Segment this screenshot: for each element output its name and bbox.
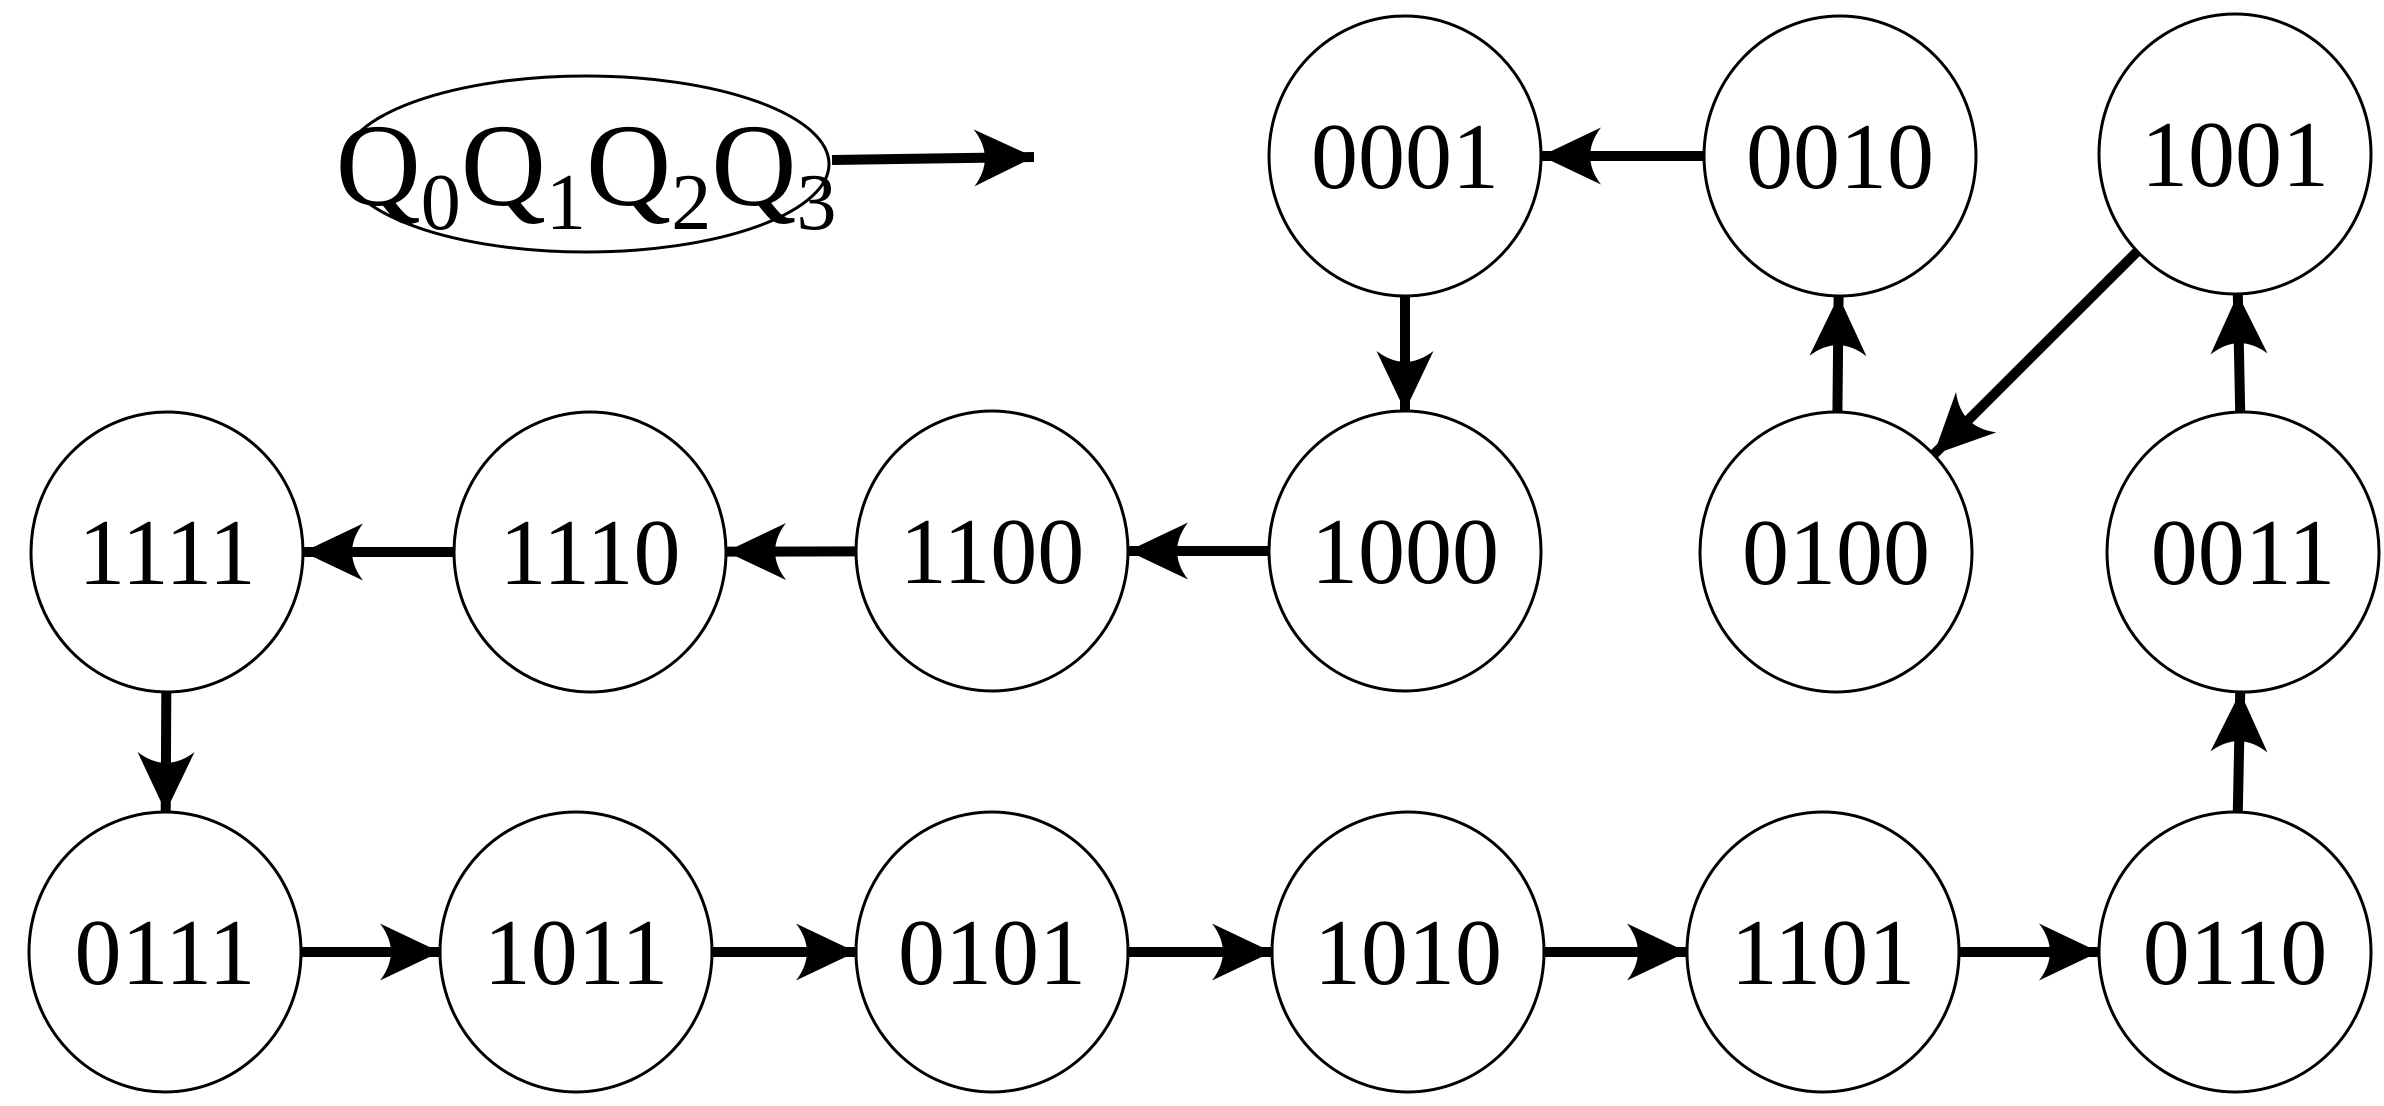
state-circle	[1685, 810, 1961, 1094]
state-node-label: 1010	[1314, 901, 1502, 1005]
state-node-1011: 1011	[438, 810, 714, 1094]
state-node-1101: 1101	[1685, 810, 1961, 1094]
state-circle	[29, 410, 305, 694]
state-node-0111: 0111	[27, 810, 303, 1094]
state-circle	[452, 410, 728, 694]
state-circle	[1270, 810, 1546, 1094]
state-circle	[1267, 409, 1543, 693]
state-circle	[854, 409, 1130, 693]
state-node-1001: 1001	[2097, 12, 2373, 296]
start-arrow	[831, 129, 1035, 187]
state-node-label: 1111	[78, 501, 256, 605]
state-node-label: 0101	[898, 901, 1086, 1005]
state-node-0110: 0110	[2097, 810, 2373, 1094]
state-node-label: 1011	[484, 901, 669, 1005]
state-node-label: 0001	[1311, 105, 1499, 209]
state-node-0100: 0100	[1698, 410, 1974, 694]
state-node-label: 0011	[2151, 501, 2336, 605]
state-circle	[1698, 410, 1974, 694]
state-node-label: 1001	[2141, 103, 2329, 207]
state-circle	[1702, 14, 1978, 298]
state-register: Q0Q1Q2Q3	[336, 74, 837, 254]
state-register-label: Q0Q1Q2Q3	[336, 100, 837, 247]
state-register-ellipse	[341, 74, 831, 254]
state-node-label: 1000	[1311, 500, 1499, 604]
state-circle	[2097, 810, 2373, 1094]
state-node-0010: 0010	[1702, 14, 1978, 298]
state-node-label: 1101	[1731, 901, 1916, 1005]
transition-1111-0111	[137, 691, 195, 813]
state-circle	[2105, 410, 2381, 694]
state-node-label: 0100	[1742, 501, 1930, 605]
state-circle	[854, 810, 1130, 1094]
state-circle	[1267, 14, 1543, 298]
state-circle	[438, 810, 714, 1094]
state-node-1100: 1100	[854, 409, 1130, 693]
state-circle	[27, 810, 303, 1094]
state-node-label: 1110	[499, 501, 680, 605]
state-node-1000: 1000	[1267, 409, 1543, 693]
transition-1001-0100	[1930, 247, 2141, 459]
state-node-0011: 0011	[2105, 410, 2381, 694]
state-circle	[2097, 12, 2373, 296]
state-node-1010: 1010	[1270, 810, 1546, 1094]
transition-0100-0010	[1809, 295, 1867, 413]
state-node-label: 1100	[900, 500, 1085, 604]
state-node-0001: 0001	[1267, 14, 1543, 298]
transition-0110-0011	[2210, 691, 2268, 813]
state-node-0101: 0101	[854, 810, 1130, 1094]
state-node-label: 0010	[1746, 105, 1934, 209]
transition-0011-1001	[2210, 293, 2268, 413]
state-node-1111: 1111	[29, 410, 305, 694]
state-node-label: 0110	[2143, 901, 2328, 1005]
state-node-label: 0111	[74, 901, 255, 1005]
state-node-1110: 1110	[452, 410, 728, 694]
